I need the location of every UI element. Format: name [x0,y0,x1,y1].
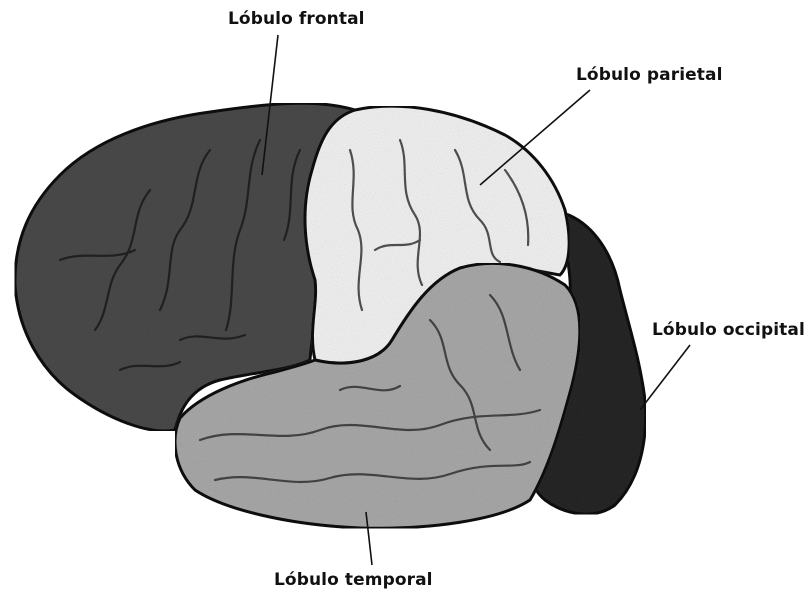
occipital-lobe-label: Lóbulo occipital [652,320,805,340]
parietal-lobe-label: Lóbulo parietal [576,65,723,85]
occipital-leader-line [640,345,690,410]
frontal-lobe-label: Lóbulo frontal [228,9,365,29]
temporal-lobe-label: Lóbulo temporal [274,570,433,590]
